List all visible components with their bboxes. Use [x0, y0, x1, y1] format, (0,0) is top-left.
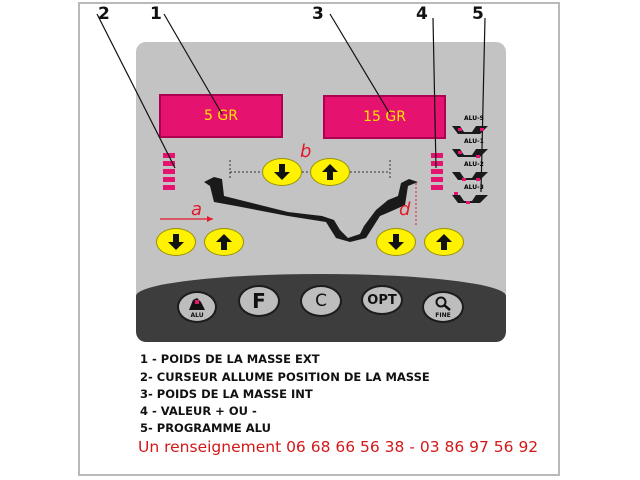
callout-line-2 [96, 13, 176, 169]
alu-program-icons [452, 126, 488, 204]
b-increase-button[interactable] [310, 158, 350, 186]
dimension-d-label: d [399, 199, 411, 220]
led [431, 169, 443, 174]
callout-number-4: 4 [416, 4, 428, 24]
d-decrease-button[interactable] [376, 228, 416, 256]
led [163, 177, 175, 182]
callout-line-4 [432, 17, 437, 169]
fine-button-label: FINE [435, 312, 451, 319]
alu-label-1: ALU-1 [464, 138, 484, 145]
opt-button[interactable]: OPT [361, 285, 403, 315]
alu-button[interactable]: ALU [177, 291, 217, 323]
arrow-up-icon [322, 164, 338, 180]
alu-label-2: ALU-2 [464, 161, 484, 168]
callout-line-3 [329, 13, 391, 115]
fine-button[interactable]: FINE [422, 291, 464, 323]
led [431, 185, 443, 190]
legend-item: 5- PROGRAMME ALU [140, 421, 271, 435]
callout-number-1: 1 [150, 4, 162, 24]
callout-number-3: 3 [312, 4, 324, 24]
a-decrease-button[interactable] [156, 228, 196, 256]
d-increase-button[interactable] [424, 228, 464, 256]
led [431, 153, 443, 158]
dimension-a-label: a [191, 199, 203, 220]
led [431, 161, 443, 166]
arrow-up-icon [436, 234, 452, 250]
arrow-down-icon [274, 164, 290, 180]
alu-button-label: ALU [190, 312, 204, 319]
arrow-down-icon [388, 234, 404, 250]
callout-line-1 [163, 13, 223, 115]
arrow-up-icon [216, 234, 232, 250]
led [163, 161, 175, 166]
legend-item: 4 - VALEUR + OU - [140, 404, 257, 418]
dimension-b-label: b [300, 141, 312, 162]
callout-number-2: 2 [98, 4, 110, 24]
legend-item: 1 - POIDS DE LA MASSE EXT [140, 352, 320, 366]
led [163, 169, 175, 174]
int-weight-display: 15 GR [323, 95, 446, 139]
led [431, 177, 443, 182]
arrow-down-icon [168, 234, 184, 250]
legend-item: 2- CURSEUR ALLUME POSITION DE LA MASSE [140, 370, 430, 384]
f-button[interactable]: F [238, 285, 280, 317]
b-decrease-button[interactable] [262, 158, 302, 186]
alu-label-3: ALU-3 [464, 184, 484, 191]
legend-item: 3- POIDS DE LA MASSE INT [140, 387, 313, 401]
wheel-weight-icon [189, 298, 205, 310]
led-column-right [431, 153, 443, 190]
a-increase-button[interactable] [204, 228, 244, 256]
alu-label-s: ALU-S [464, 115, 484, 122]
callout-number-5: 5 [472, 4, 484, 24]
dimension-a-arrowhead [207, 216, 213, 222]
callout-line-5 [480, 17, 486, 193]
rim-profile [204, 177, 418, 242]
contact-phone-text: Un renseignement 06 68 66 56 38 - 03 86 … [138, 438, 539, 456]
led [163, 185, 175, 190]
c-button[interactable]: C [300, 285, 342, 317]
magnifier-icon [435, 296, 451, 311]
ext-weight-display: 5 GR [159, 94, 283, 138]
